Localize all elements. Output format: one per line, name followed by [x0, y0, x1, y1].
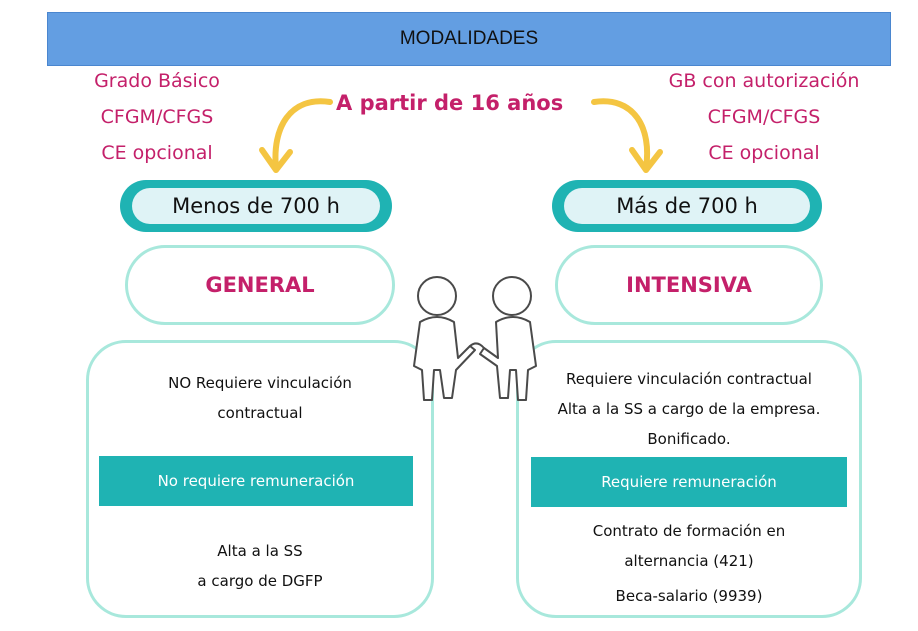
- left-level-3: CE opcional: [101, 142, 213, 164]
- general-line-4: a cargo de DGFP: [197, 572, 323, 590]
- left-level-2: CFGM/CFGS: [100, 106, 214, 128]
- curved-arrow-left-icon: [259, 98, 333, 173]
- general-line-2: contractual: [217, 404, 303, 422]
- right-level-1: GB con autorización: [668, 70, 860, 92]
- intensiva-line-6: Beca-salario (9939): [615, 587, 763, 605]
- right-level-3: CE opcional: [708, 142, 820, 164]
- banner-title: MODALIDADES: [399, 28, 539, 49]
- mode-intensiva-label: INTENSIVA: [626, 273, 752, 297]
- general-remuneration-bar: No requiere remuneración: [99, 456, 413, 506]
- hours-right-label: Más de 700 h: [616, 194, 758, 218]
- intensiva-line-2: Alta a la SS a cargo de la empresa.: [557, 400, 821, 418]
- hours-pill-right: Más de 700 h: [552, 180, 822, 232]
- general-line-3: Alta a la SS: [217, 542, 303, 560]
- hours-left-label: Menos de 700 h: [172, 194, 340, 218]
- intensiva-line-5: alternancia (421): [624, 552, 754, 570]
- intensiva-line-3: Bonificado.: [647, 430, 731, 448]
- mode-general-label: GENERAL: [205, 273, 315, 297]
- handshake-figures-icon: [413, 276, 537, 401]
- modalidades-banner: MODALIDADES: [47, 12, 891, 66]
- general-line-1: NO Requiere vinculación: [168, 374, 352, 392]
- curved-arrow-right-icon: [591, 98, 663, 173]
- hours-pill-left: Menos de 700 h: [120, 180, 392, 232]
- mode-intensiva-box: INTENSIVA: [555, 245, 823, 325]
- age-subtitle: A partir de 16 años: [336, 91, 564, 115]
- left-level-1: Grado Básico: [94, 70, 220, 92]
- intensiva-remuneration-bar: Requiere remuneración: [531, 457, 847, 507]
- general-remuneration-label: No requiere remuneración: [157, 472, 355, 490]
- right-level-2: CFGM/CFGS: [707, 106, 821, 128]
- intensiva-remuneration-label: Requiere remuneración: [601, 473, 777, 491]
- mode-general-box: GENERAL: [125, 245, 395, 325]
- intensiva-line-4: Contrato de formación en: [592, 522, 786, 540]
- intensiva-line-1: Requiere vinculación contractual: [566, 370, 812, 388]
